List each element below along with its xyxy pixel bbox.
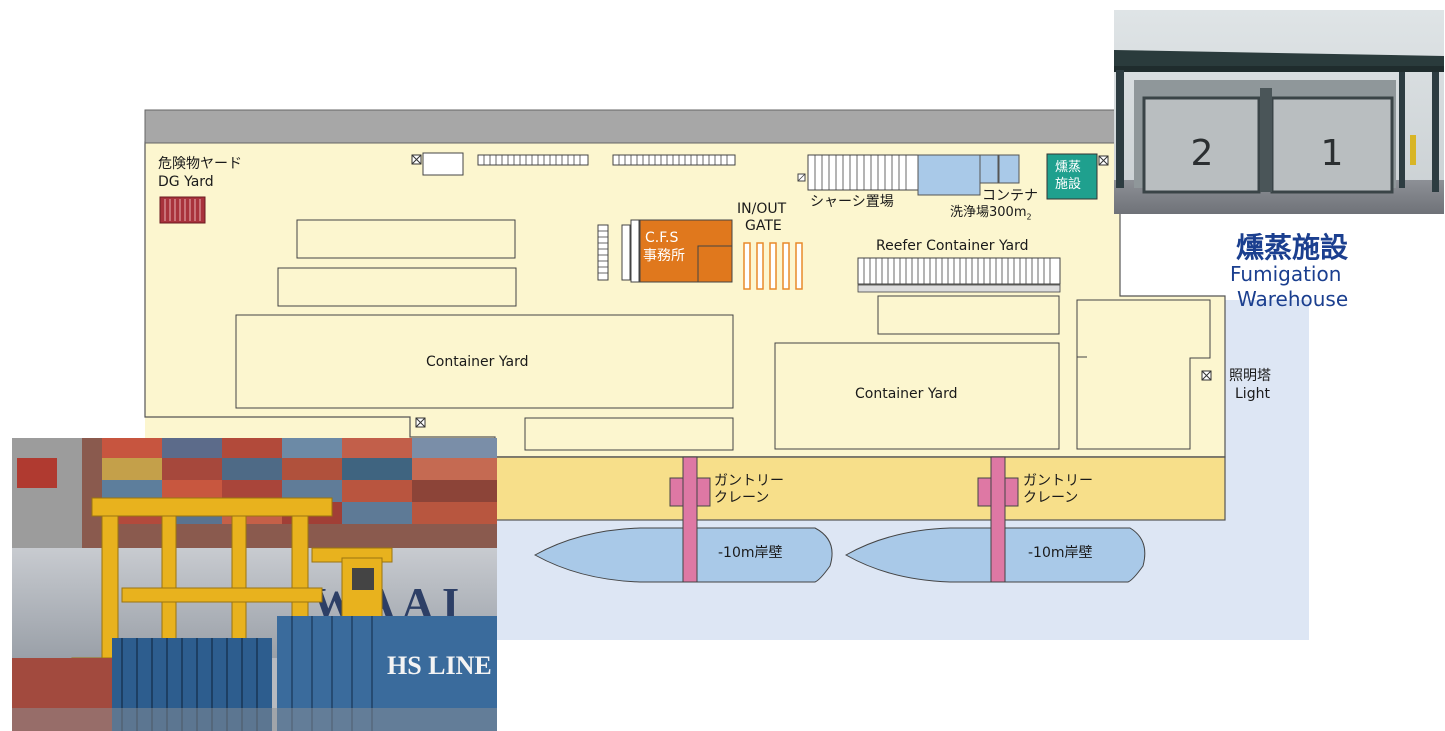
- dg-yard-label-en: DG Yard: [158, 174, 214, 190]
- light-markers: [411, 154, 1212, 428]
- chassis-label: シャーシ置場: [810, 194, 894, 210]
- block-c: [524, 417, 734, 451]
- container-text: HS LINE: [387, 651, 492, 680]
- fumigation-building: [1046, 153, 1098, 200]
- fumigation-warehouse-photo: 2 1: [1114, 10, 1444, 214]
- light-label-ja: 照明塔: [1229, 368, 1271, 384]
- fumigation-small-label-2: 施設: [1055, 177, 1082, 192]
- gate-label-2: GATE: [745, 218, 782, 234]
- block-d: [877, 295, 1060, 335]
- gantry-left-label-1: ガントリー: [714, 473, 784, 489]
- gantry-left-label-2: クレーン: [714, 490, 770, 506]
- berth-left-label: -10m岸壁: [718, 545, 783, 561]
- gantry-crane-right: [977, 456, 1019, 583]
- wash-label-1: コンテナ: [982, 188, 1038, 204]
- block-e: [1076, 299, 1211, 450]
- cfs-label-1: C.F.S: [645, 230, 679, 246]
- gate-label-1: IN/OUT: [737, 201, 787, 217]
- reefer-label: Reefer Container Yard: [876, 238, 1029, 254]
- wash-label-unit: 2: [1026, 212, 1032, 222]
- light-label-en: Light: [1235, 386, 1270, 402]
- fumigation-small-label-1: 燻蒸: [1055, 160, 1082, 175]
- wash-facility: [917, 154, 981, 196]
- container-yard-right-label: Container Yard: [855, 386, 958, 402]
- fumigation-caption-ja: 燻蒸施設: [1236, 231, 1349, 264]
- cfs-label-2: 事務所: [643, 248, 685, 264]
- gantry-right-label-1: ガントリー: [1023, 473, 1093, 489]
- container-yard-right-block: [774, 342, 1060, 450]
- gantry-right-label-2: クレーン: [1023, 490, 1079, 506]
- gate-lanes: [743, 242, 803, 290]
- dg-yard-block: [159, 196, 206, 224]
- container-yard-left-block: [235, 314, 734, 409]
- door-number-left: 2: [1191, 133, 1214, 174]
- top-road: [144, 109, 1121, 144]
- wash-label-2: 洗浄場300m2: [950, 205, 1032, 226]
- gantry-crane-photo: W A A I HS LINE: [12, 438, 497, 731]
- gantry-crane-left: [669, 456, 711, 583]
- wash-label-text: 洗浄場300m: [950, 205, 1027, 220]
- fumigation-caption-en2: Warehouse: [1237, 287, 1349, 311]
- door-number-right: 1: [1321, 133, 1344, 174]
- berth-right-label: -10m岸壁: [1028, 545, 1093, 561]
- dg-yard-label-ja: 危険物ヤード: [158, 156, 242, 172]
- chassis-yard: [807, 154, 919, 191]
- container-yard-left-label: Container Yard: [426, 354, 529, 370]
- apron: [494, 456, 1226, 521]
- reefer-racks: [857, 257, 1061, 293]
- fumigation-caption-en1: Fumigation: [1230, 262, 1342, 286]
- block-b: [277, 267, 517, 307]
- block-a: [296, 219, 516, 259]
